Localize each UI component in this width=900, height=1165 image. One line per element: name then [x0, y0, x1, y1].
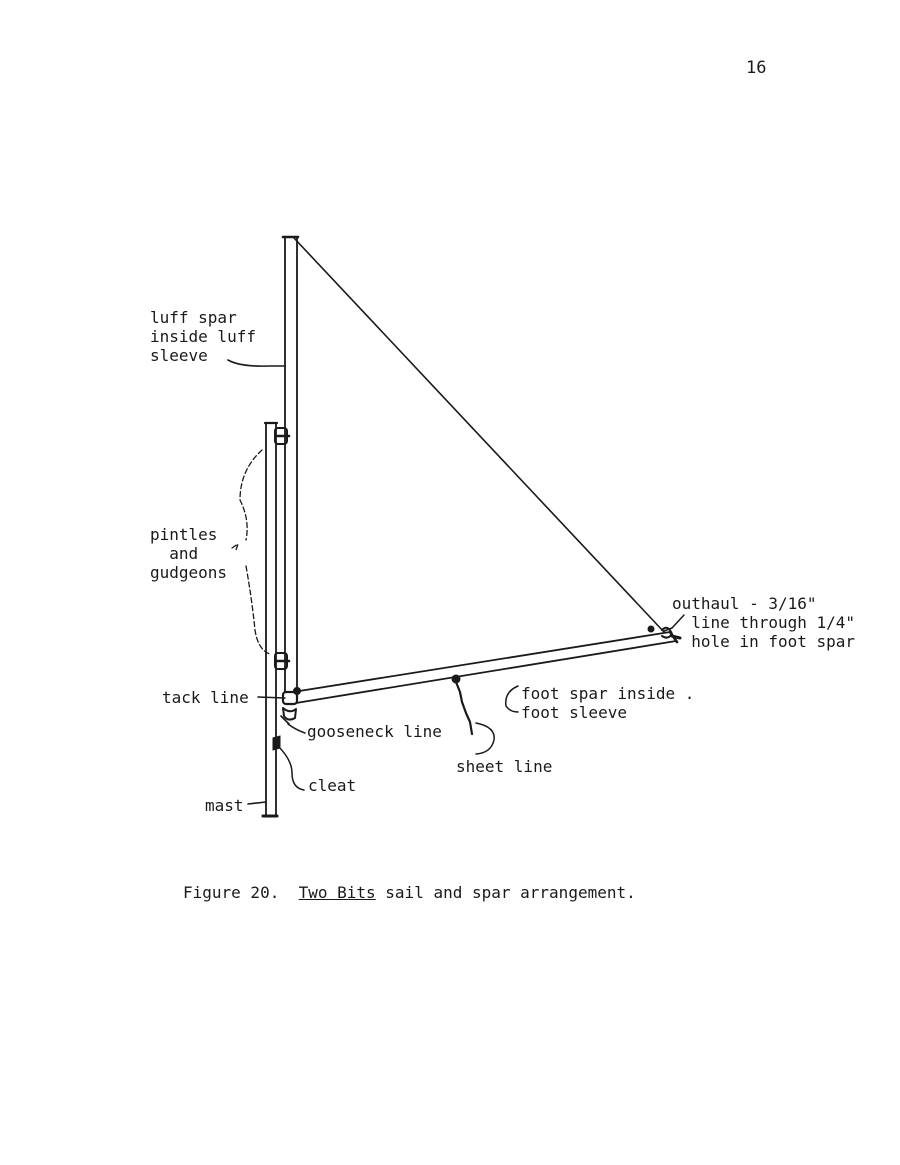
label-cleat: cleat — [308, 776, 357, 795]
leader-outhaul — [663, 614, 685, 632]
leader-tack-line — [257, 696, 286, 699]
label-tack-line: tack line — [162, 688, 249, 707]
leader-luff-spar — [227, 359, 286, 367]
label-mast: mast — [205, 796, 244, 815]
leader-mast — [247, 801, 267, 805]
brace-sheet-line — [475, 722, 495, 755]
label-gooseneck-line: gooseneck line — [307, 722, 442, 741]
label-sheet-line: sheet line — [456, 757, 553, 776]
caption-title: Two Bits — [298, 883, 376, 902]
caption-prefix: Figure 20. — [183, 883, 299, 902]
sheet-line — [451, 674, 474, 736]
upper-gudgeon — [274, 427, 291, 445]
outhaul-knot — [647, 625, 682, 640]
caption-suffix: sail and spar arrangement. — [375, 883, 636, 902]
label-luff-spar: luff spar inside luff sleeve — [150, 308, 256, 365]
figure-caption: Figure 20. Two Bits sail and spar arrang… — [183, 883, 636, 902]
label-pintles-and-gudgeons: pintles and gudgeons — [150, 525, 228, 582]
label-foot-spar: foot spar inside . foot sleeve — [521, 684, 695, 722]
leader-gooseneck — [287, 723, 306, 734]
leader-cleat — [277, 745, 305, 791]
sail-leech — [293, 237, 665, 633]
leader-foot-spar — [505, 685, 519, 713]
mast — [261, 421, 279, 818]
luff-spar — [281, 235, 300, 698]
lower-gudgeon — [274, 652, 291, 670]
page-number: 16 — [746, 58, 767, 78]
gooseneck-fitting — [280, 687, 301, 725]
brace-pintles — [231, 449, 271, 655]
label-outhaul: outhaul - 3/16" line through 1/4" hole i… — [672, 594, 856, 651]
